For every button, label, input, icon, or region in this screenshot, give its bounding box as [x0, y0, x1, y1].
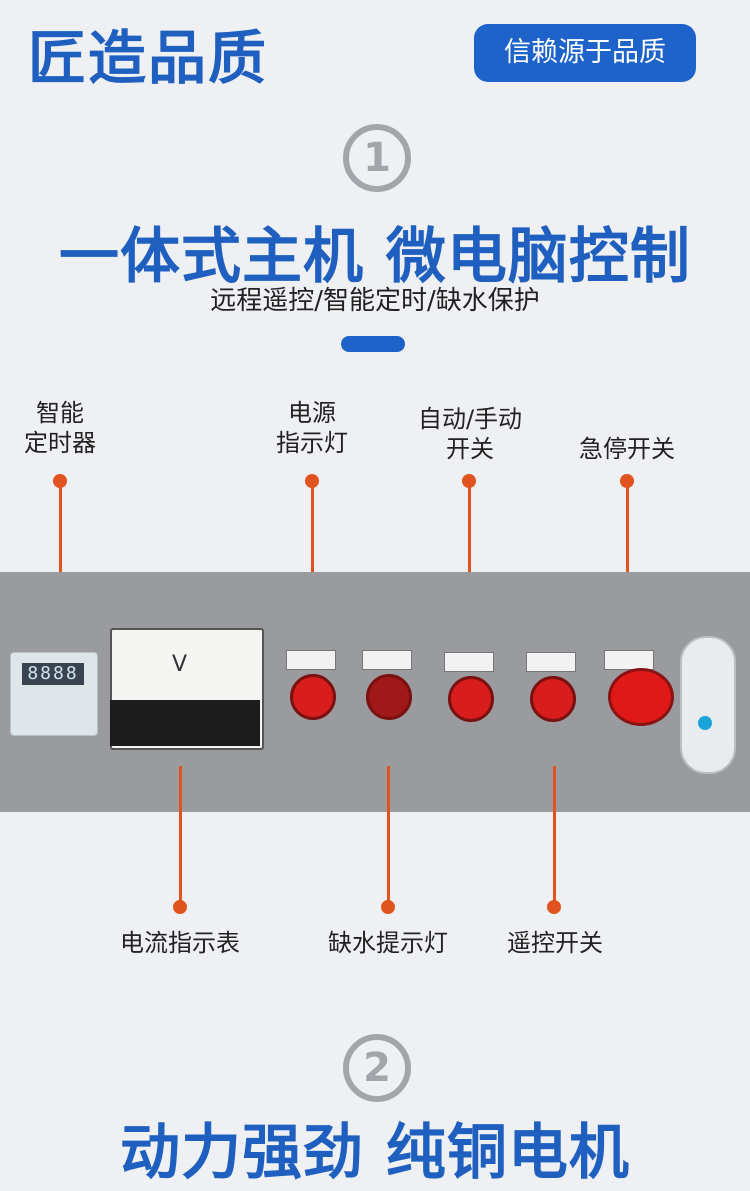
low-water-indicator-light: [366, 674, 412, 720]
quality-badge: 信赖源于品质: [474, 24, 696, 82]
section-number-1: 1: [343, 124, 411, 192]
meter-unit: V: [172, 652, 188, 677]
section-1-headline: 一体式主机 微电脑控制: [59, 222, 691, 292]
power-indicator-plate: [286, 650, 336, 670]
callout-line-timer: [59, 482, 62, 622]
callout-dot-power: [305, 474, 319, 488]
callout-dot-auto-manual: [462, 474, 476, 488]
label-emergency-stop: 急停开关: [579, 435, 675, 463]
section-number-2: 2: [343, 1034, 411, 1102]
callout-line-auto-manual: [468, 482, 471, 622]
section-2-headline: 动力强劲 纯铜电机: [120, 1118, 630, 1188]
callout-line-estop: [626, 482, 629, 622]
callout-dot-low-water: [381, 900, 395, 914]
cabinet-lock[interactable]: [680, 636, 736, 774]
remote-control-switch[interactable]: [530, 676, 576, 722]
emergency-stop-button[interactable]: [608, 668, 674, 726]
power-indicator-light: [290, 674, 336, 720]
auto-manual-plate: [444, 652, 494, 672]
auto-manual-switch[interactable]: [448, 676, 494, 722]
lock-keyhole-icon: [698, 716, 712, 730]
label-current-meter: 电流指示表: [120, 929, 240, 957]
callout-dot-remote: [547, 900, 561, 914]
label-remote-switch: 遥控开关: [507, 929, 603, 957]
remote-switch-plate: [526, 652, 576, 672]
label-power-indicator: 电源 指示灯: [276, 399, 348, 457]
callout-dot-estop: [620, 474, 634, 488]
label-low-water-indicator: 缺水提示灯: [328, 929, 448, 957]
timer-display: 8888: [22, 663, 84, 685]
brand-title: 匠造品质: [28, 24, 269, 92]
callout-line-meter: [179, 766, 182, 902]
callout-line-remote: [553, 766, 556, 902]
estop-plate: [604, 650, 654, 670]
section-1-subline: 远程遥控/智能定时/缺水保护: [210, 286, 540, 316]
callout-dot-timer: [53, 474, 67, 488]
callout-line-low-water: [387, 766, 390, 902]
current-meter-base: [110, 700, 260, 746]
low-water-indicator-plate: [362, 650, 412, 670]
callout-dot-meter: [173, 900, 187, 914]
callout-line-power: [311, 482, 314, 622]
label-auto-manual-switch: 自动/手动 开关: [417, 405, 523, 463]
divider-bar: [341, 336, 405, 352]
label-smart-timer: 智能 定时器: [24, 399, 96, 457]
